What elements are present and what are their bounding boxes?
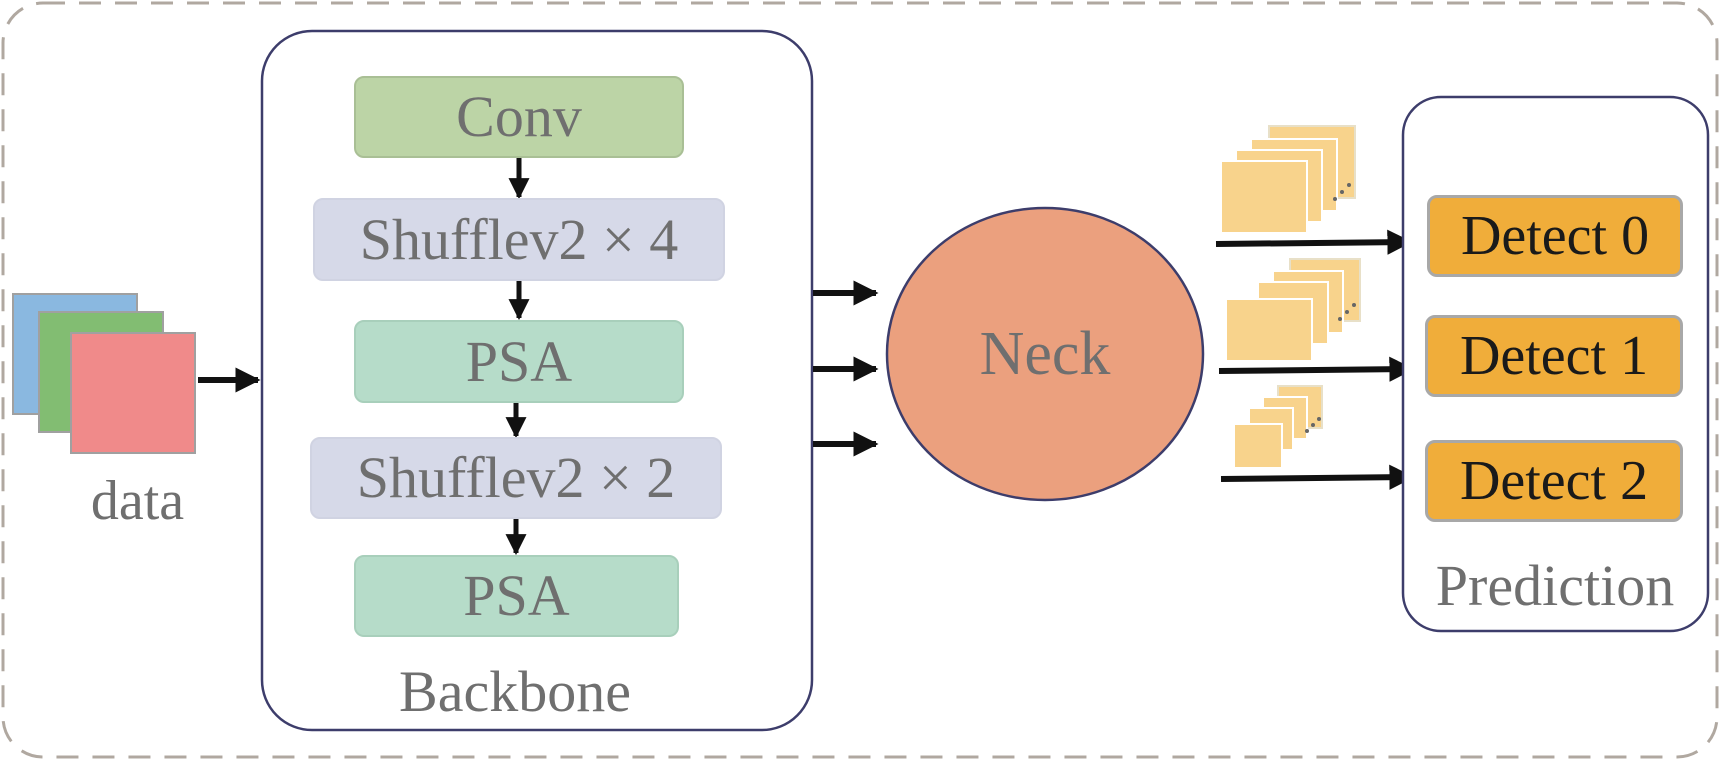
neck-ellipse <box>885 206 1205 502</box>
feature-map-stack-medium <box>1225 258 1361 362</box>
shufflev2-x4-block: Shufflev2 × 4 <box>313 198 725 281</box>
psa-block-2: PSA <box>354 555 679 637</box>
detect-0-head: Detect 0 <box>1427 195 1683 277</box>
feature-map-stack-large <box>1220 125 1356 234</box>
input-layer-red <box>70 332 196 454</box>
detect-2-head: Detect 2 <box>1425 440 1683 522</box>
shufflev2-x2-block: Shufflev2 × 2 <box>310 437 722 519</box>
detect-1-head: Detect 1 <box>1425 315 1683 397</box>
prediction-title: Prediction <box>1435 553 1675 618</box>
input-label: data <box>90 470 185 532</box>
arrow-neck-to-detect-1 <box>1218 356 1415 382</box>
psa-block-1: PSA <box>354 320 684 403</box>
neck-label: Neck <box>979 320 1111 388</box>
conv-block: Conv <box>354 76 684 158</box>
input-image-stack <box>12 293 196 454</box>
arrow-neck-to-detect-2 <box>1220 464 1415 490</box>
arrow-neck-to-detect-0 <box>1215 229 1413 255</box>
feature-map-stack-small <box>1233 385 1323 469</box>
backbone-title: Backbone <box>399 659 631 724</box>
